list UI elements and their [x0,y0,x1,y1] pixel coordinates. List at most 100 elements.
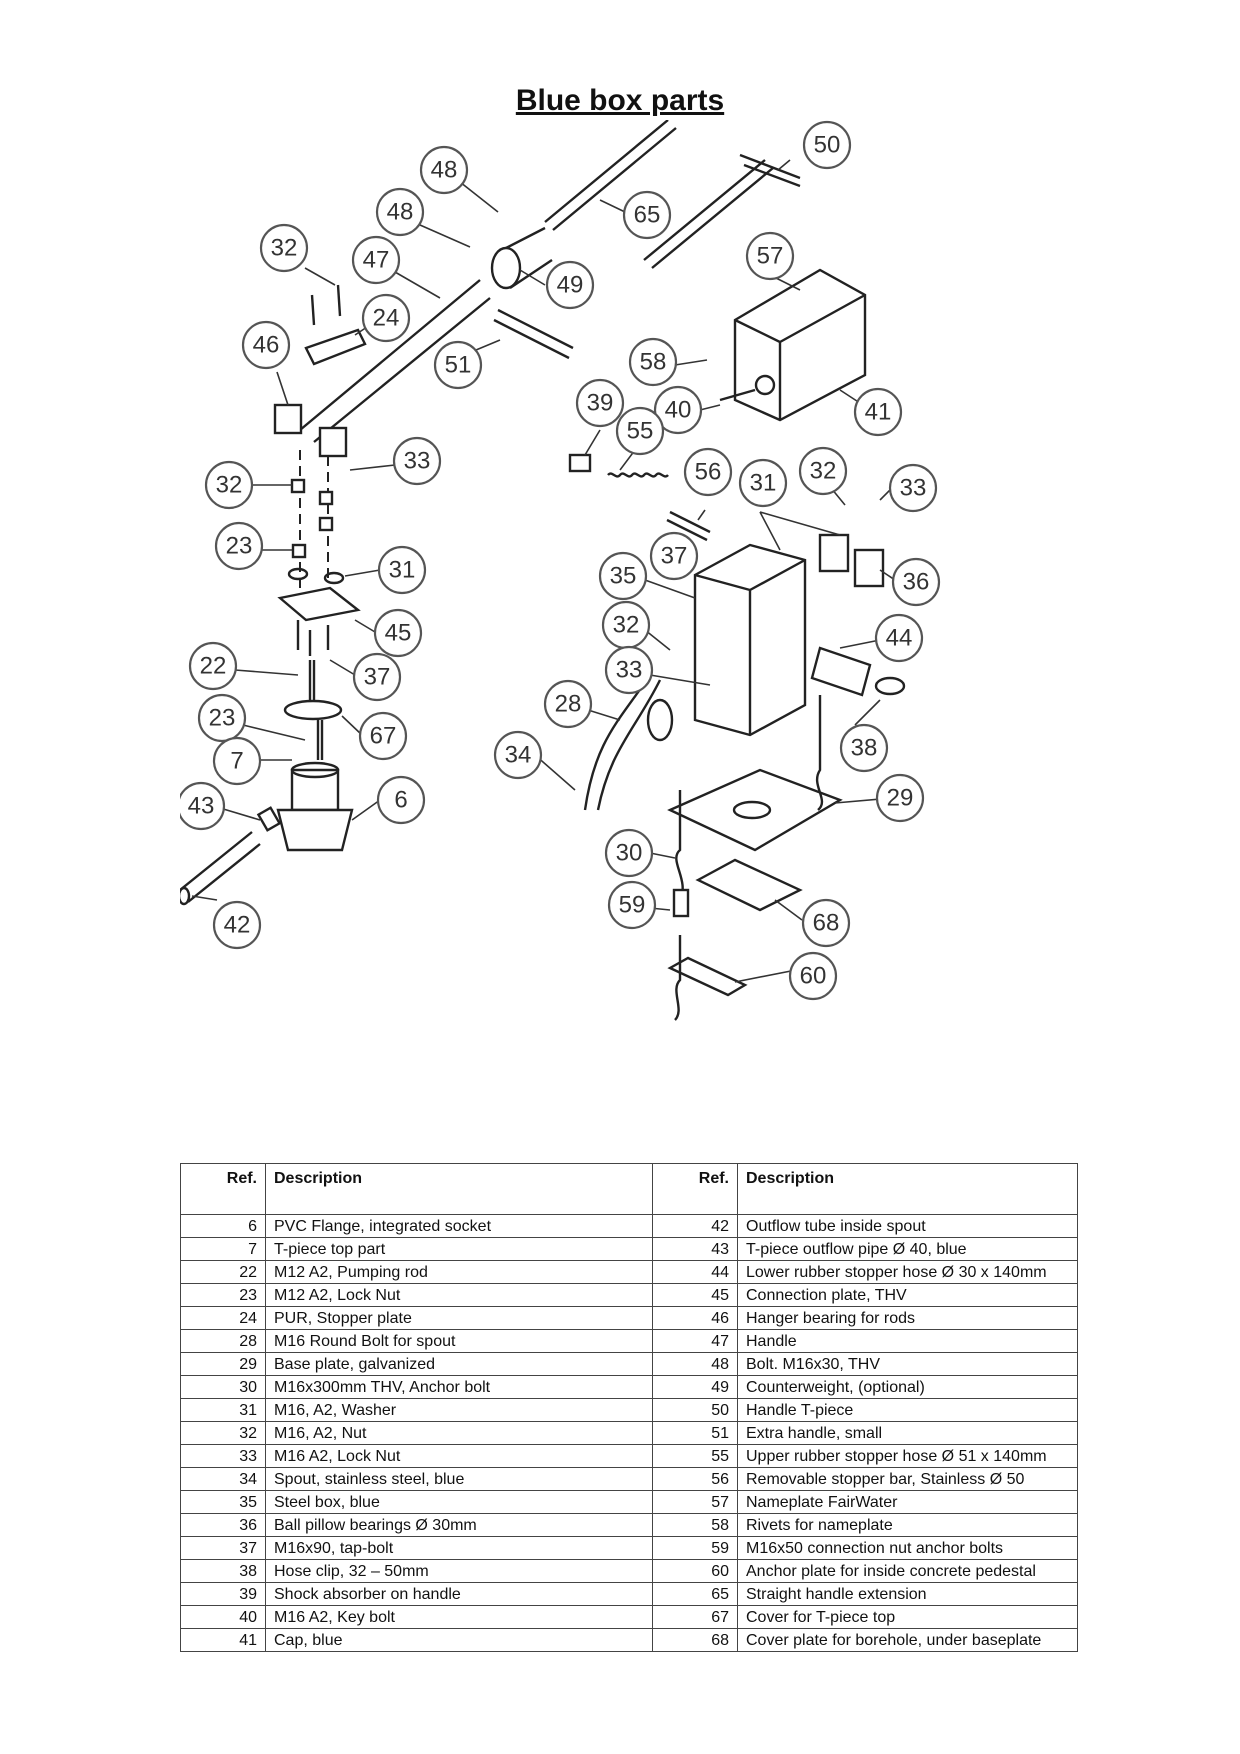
callout-32c: 32 [798,446,848,496]
ref-cell: 36 [180,1513,266,1537]
callout-42: 42 [212,900,262,950]
callout-36: 36 [891,557,941,607]
svg-text:31: 31 [389,557,416,584]
ref-cell: 7 [180,1237,266,1261]
svg-text:31: 31 [750,470,777,497]
description-cell: M16, A2, Nut [265,1421,653,1445]
callout-32d: 32 [601,600,651,650]
ref-header-left: Ref. [180,1163,266,1215]
svg-text:67: 67 [370,723,397,750]
description-cell: M16, A2, Washer [265,1398,653,1422]
ref-cell: 65 [652,1582,738,1606]
ref-cell: 24 [180,1306,266,1330]
ref-cell: 30 [180,1375,266,1399]
svg-text:33: 33 [616,657,643,684]
description-cell: PUR, Stopper plate [265,1306,653,1330]
callout-39: 39 [575,378,625,428]
callout-33b: 33 [888,463,938,513]
svg-text:23: 23 [226,533,253,560]
description-cell: M16 A2, Lock Nut [265,1444,653,1468]
callout-51: 51 [433,340,483,390]
ref-cell: 40 [180,1605,266,1629]
description-cell: Base plate, galvanized [265,1352,653,1376]
callout-57: 57 [745,231,795,281]
ref-cell: 50 [652,1398,738,1422]
callout-38: 38 [839,723,889,773]
table-header-row: Ref. Description Ref. Description [180,1163,1078,1215]
description-cell: Outflow tube inside spout [737,1214,1078,1238]
description-cell: Extra handle, small [737,1421,1078,1445]
svg-text:37: 37 [661,543,688,570]
ref-cell: 42 [652,1214,738,1238]
ref-cell: 51 [652,1421,738,1445]
description-cell: Hose clip, 32 – 50mm [265,1559,653,1583]
description-cell: Lower rubber stopper hose Ø 30 x 140mm [737,1260,1078,1284]
ref-cell: 57 [652,1490,738,1514]
callout-31a: 31 [738,458,788,508]
description-cell: T-piece outflow pipe Ø 40, blue [737,1237,1078,1261]
ref-cell: 38 [180,1559,266,1583]
callout-30: 30 [604,828,654,878]
description-cell: Cover plate for borehole, under baseplat… [737,1628,1078,1652]
svg-text:68: 68 [813,910,840,937]
ref-cell: 55 [652,1444,738,1468]
svg-text:38: 38 [851,735,878,762]
callout-23b: 23 [197,693,247,743]
callout-29: 29 [875,773,925,823]
description-cell: Rivets for nameplate [737,1513,1078,1537]
svg-text:49: 49 [557,272,584,299]
callout-6: 6 [376,775,426,825]
description-cell: Steel box, blue [265,1490,653,1514]
callout-37b: 37 [352,652,402,702]
callout-48b: 48 [375,187,425,237]
callout-33a: 33 [392,436,442,486]
svg-text:41: 41 [865,399,892,426]
svg-text:23: 23 [209,705,236,732]
ref-cell: 22 [180,1260,266,1284]
callout-28: 28 [543,679,593,729]
svg-text:56: 56 [695,459,722,486]
svg-text:24: 24 [373,305,400,332]
description-cell: Counterweight, (optional) [737,1375,1078,1399]
svg-text:44: 44 [886,625,913,652]
callout-34: 34 [493,730,543,780]
ref-cell: 29 [180,1352,266,1376]
callout-55: 55 [615,406,665,456]
callout-65: 65 [622,190,672,240]
svg-text:32: 32 [613,612,640,639]
description-cell: M16x90, tap-bolt [265,1536,653,1560]
description-cell: Handle [737,1329,1078,1353]
svg-text:50: 50 [814,132,841,159]
svg-text:39: 39 [587,390,614,417]
callout-48a: 48 [419,145,469,195]
ref-cell: 6 [180,1214,266,1238]
ref-cell: 44 [652,1260,738,1284]
svg-text:55: 55 [627,418,654,445]
svg-text:29: 29 [887,785,914,812]
svg-text:7: 7 [230,748,243,775]
callout-49: 49 [545,260,595,310]
callout-41: 41 [853,387,903,437]
description-cell: Nameplate FairWater [737,1490,1078,1514]
description-cell: Hanger bearing for rods [737,1306,1078,1330]
callout-68: 68 [801,898,851,948]
callout-67: 67 [358,711,408,761]
description-cell: Cover for T-piece top [737,1605,1078,1629]
description-cell: M16 Round Bolt for spout [265,1329,653,1353]
svg-text:59: 59 [619,892,646,919]
callout-37a: 37 [649,531,699,581]
callout-58: 58 [628,337,678,387]
ref-cell: 47 [652,1329,738,1353]
svg-text:40: 40 [665,397,692,424]
